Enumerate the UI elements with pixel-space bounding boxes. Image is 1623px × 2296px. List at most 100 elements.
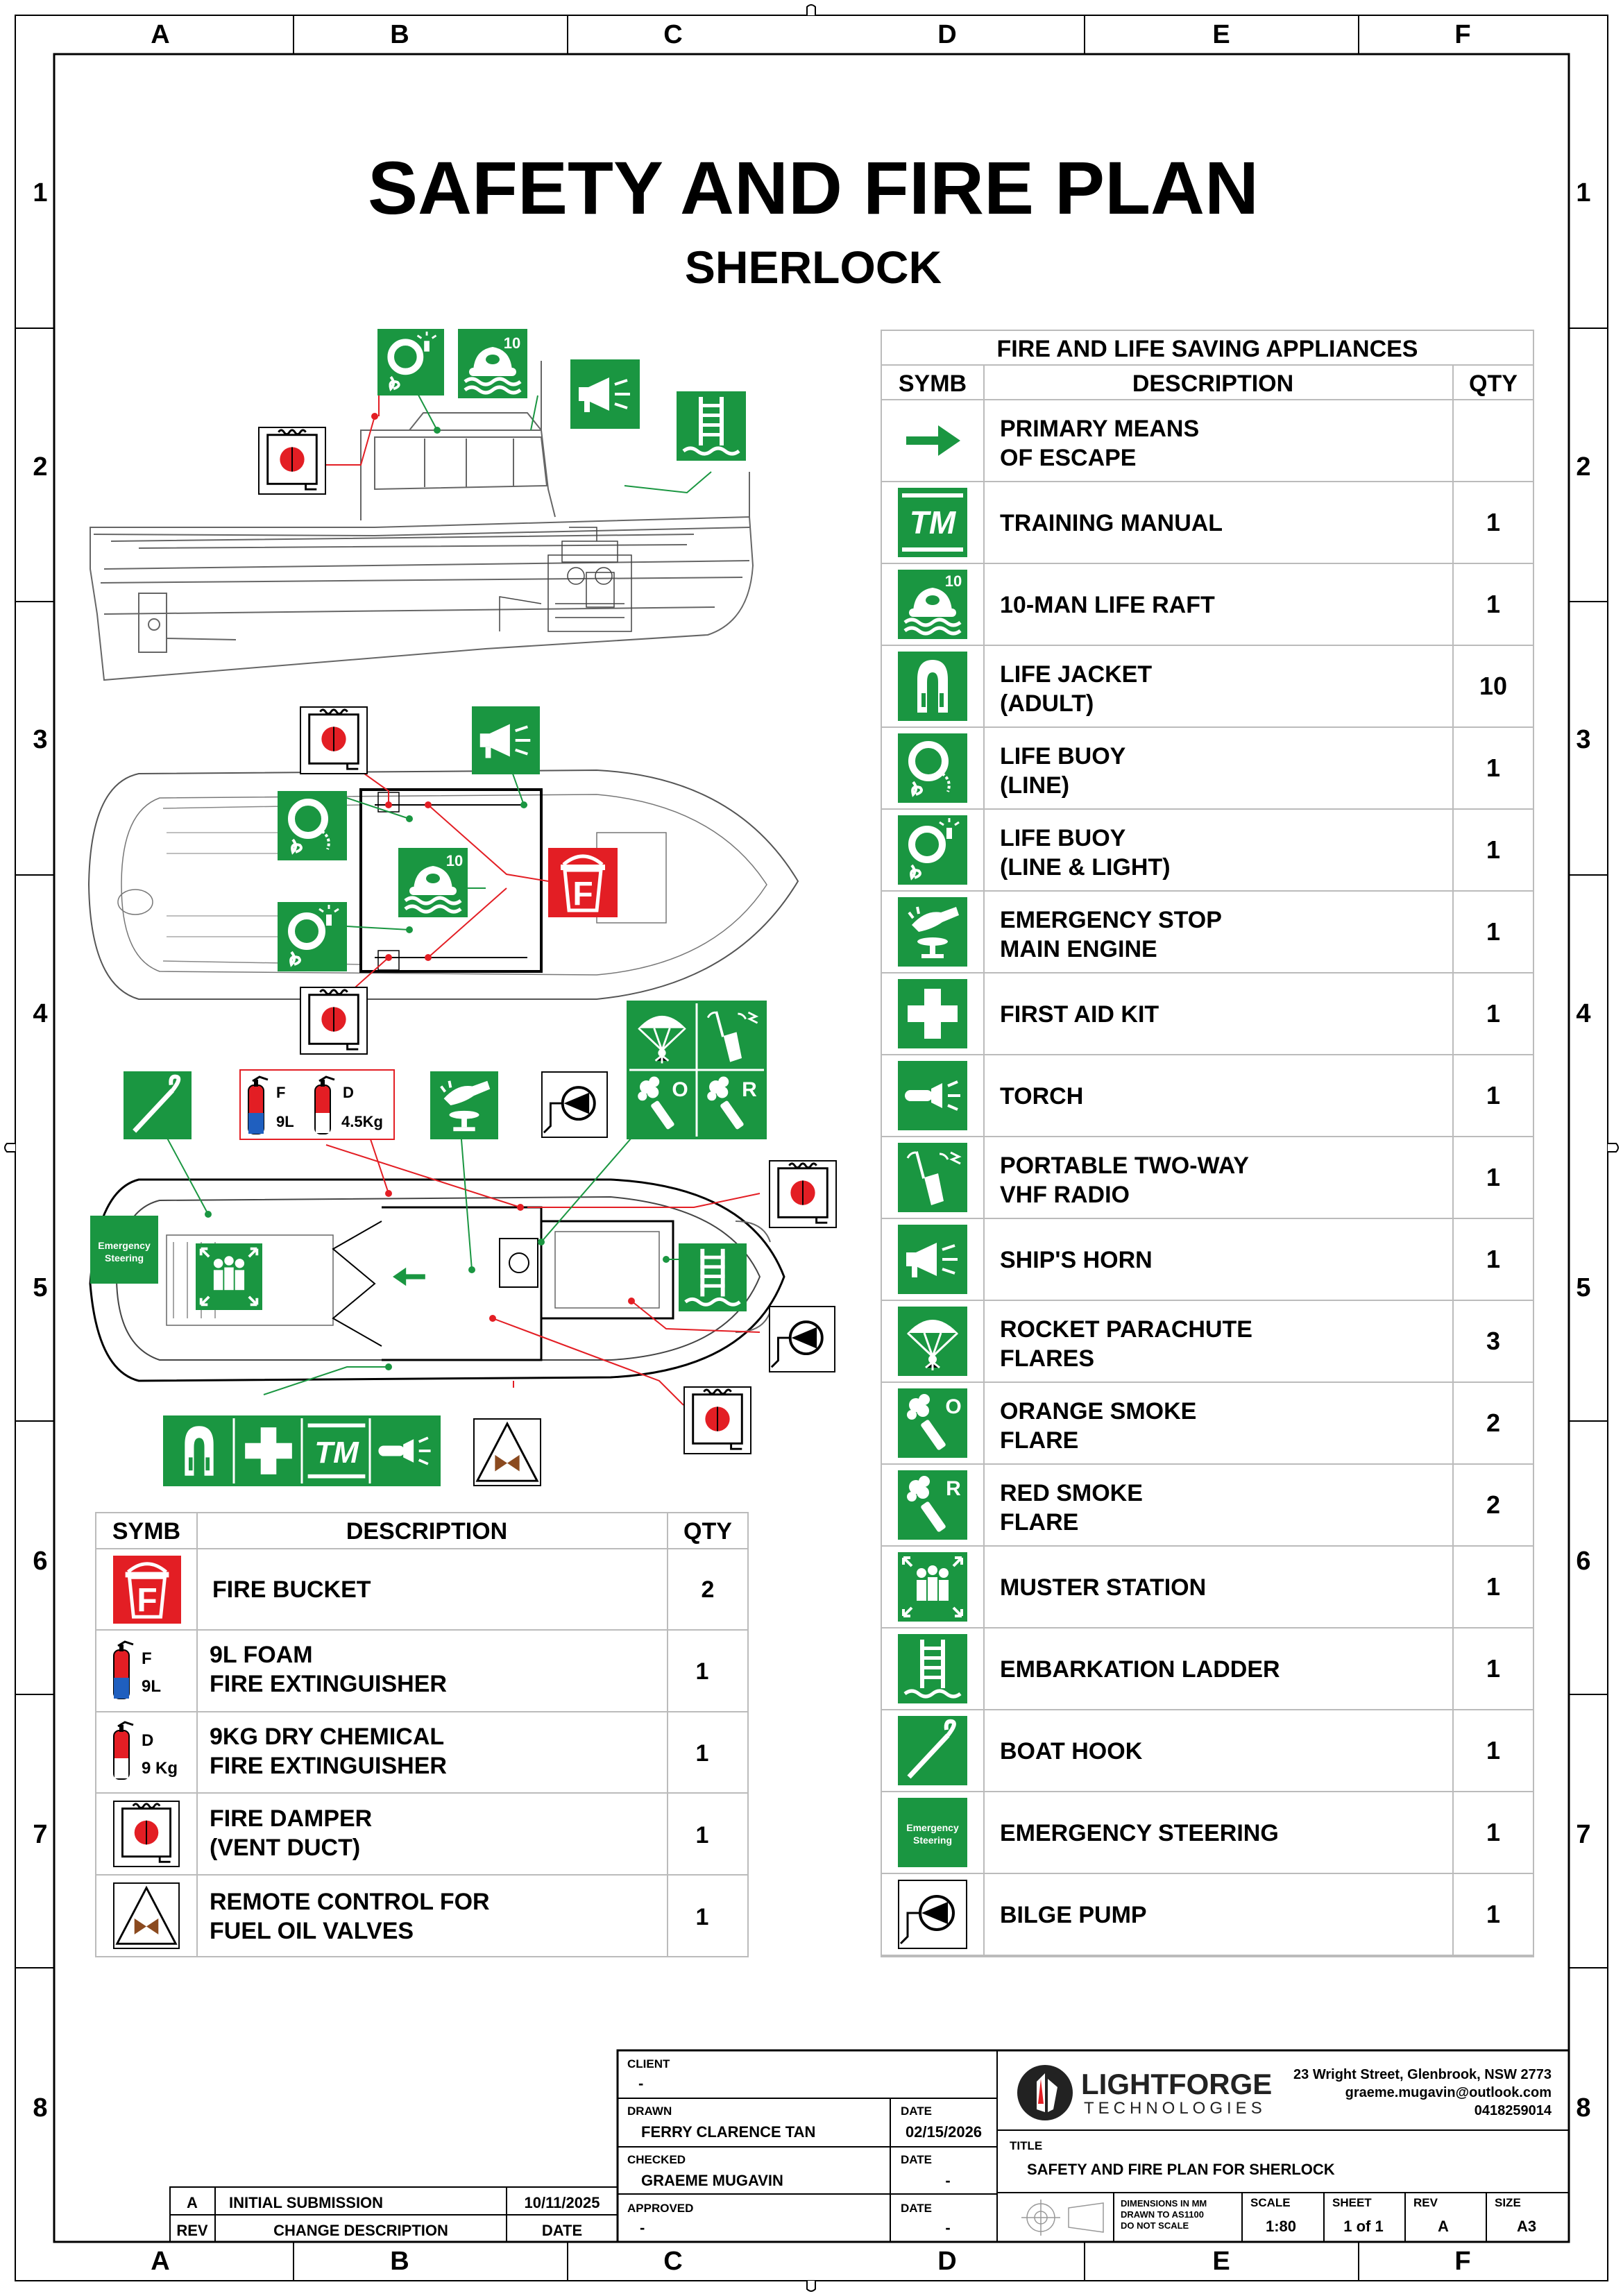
- approved-value: -: [640, 2219, 645, 2236]
- row-label-left: 3: [33, 725, 47, 754]
- col-label-top: A: [151, 20, 169, 49]
- lsa-row-description: FLARE: [1000, 1509, 1078, 1536]
- row-label-right: 7: [1576, 1820, 1590, 1849]
- grid-column-labels: A B C D E F A B C D E F: [151, 20, 1470, 2276]
- rev-label: REV: [1413, 2196, 1438, 2209]
- fire-bucket-legend-letter: F: [137, 1582, 157, 1619]
- grid-row-labels: 1 2 3 4 5 6 7 8 1 2 3 4 5 6 7 8: [33, 178, 1590, 2123]
- rev-value: A: [1438, 2218, 1449, 2235]
- lsa-row-qty: 1: [1486, 590, 1500, 618]
- fire-table-row: 9L FOAM FIRE EXTINGUISHER 1: [210, 1642, 708, 1697]
- row-label-left: 7: [33, 1820, 47, 1849]
- approved-date-label: DATE: [901, 2202, 932, 2215]
- fire-row-description: 9KG DRY CHEMICAL: [210, 1724, 444, 1750]
- embarkation-ladder-icon: [898, 1634, 967, 1703]
- lsa-row-qty: 2: [1486, 1409, 1500, 1437]
- leader-dots: [205, 413, 670, 1370]
- row-label-right: 2: [1576, 452, 1590, 482]
- row-label-right: 1: [1576, 178, 1590, 207]
- dry-legend-size: 9 Kg: [142, 1759, 178, 1778]
- boat-hook-icon: [898, 1716, 967, 1785]
- lsa-row-description: (ADULT): [1000, 690, 1094, 717]
- fuel-valve-remote-icon: [473, 1418, 541, 1486]
- grid-ticks: [15, 15, 1608, 2281]
- row-label-right: 8: [1576, 2093, 1590, 2123]
- revision-rev: A: [187, 2194, 198, 2211]
- bilge-pump-icon: [898, 1880, 967, 1949]
- fire-table-row: FIRE BUCKET 2: [212, 1576, 714, 1603]
- col-label-bottom: C: [663, 2247, 682, 2276]
- lsa-row-qty: 1: [1486, 917, 1500, 946]
- lsa-row-description: EMERGENCY STOP: [1000, 907, 1222, 933]
- revision-date: 10/11/2025: [525, 2194, 600, 2211]
- lsa-table-header-description: DESCRIPTION: [1132, 371, 1293, 397]
- life-buoy-light-icon: [278, 902, 347, 971]
- orange-smoke-letter: O: [672, 1078, 688, 1101]
- lsa-row-qty: 1: [1486, 1163, 1500, 1191]
- checked-date-label: DATE: [901, 2153, 932, 2166]
- lsa-row-qty: 1: [1486, 1654, 1500, 1683]
- lsa-table-row: EMBARKATION LADDER 1: [881, 1634, 1533, 1710]
- company-name: LIGHTFORGE: [1081, 2068, 1272, 2100]
- lsa-table-row: LIFE BUOY(LINE)1: [881, 733, 1533, 810]
- col-label-bottom: A: [151, 2247, 169, 2276]
- lsa-row-description: EMERGENCY STEERING: [1000, 1820, 1279, 1846]
- foam-legend-letter: F: [142, 1649, 152, 1668]
- fire-row-description: 9L FOAM: [210, 1642, 313, 1668]
- row-label-left: 2: [33, 452, 47, 482]
- lsa-row-description: LIFE BUOY: [1000, 743, 1126, 769]
- lsa-row-description: 10-MAN LIFE RAFT: [1000, 592, 1215, 618]
- flares-panel: O R: [627, 1001, 767, 1139]
- fire-damper-icon: [300, 987, 368, 1055]
- row-label-left: 1: [33, 178, 47, 207]
- lsa-table-row: LIFE BUOY(LINE & LIGHT)1: [881, 815, 1533, 892]
- torch-icon: [898, 1061, 967, 1130]
- lsa-row-description: LIFE BUOY: [1000, 825, 1126, 851]
- lsa-row-description: RED SMOKE: [1000, 1480, 1143, 1506]
- lsa-row-qty: 1: [1486, 835, 1500, 864]
- lsa-row-qty: 3: [1486, 1327, 1500, 1355]
- fire-row-description: FIRE BUCKET: [212, 1576, 371, 1603]
- fire-row-description: FUEL OIL VALVES: [210, 1918, 414, 1944]
- fire-row-description: FIRE EXTINGUISHER: [210, 1753, 447, 1779]
- projection-symbol: [1021, 2200, 1104, 2236]
- fire-row-qty: 1: [696, 1904, 709, 1930]
- dimensions-note: DO NOT SCALE: [1121, 2220, 1189, 2231]
- row-label-right: 4: [1576, 999, 1590, 1028]
- fire-table-header-symb: SYMB: [112, 1518, 180, 1545]
- approved-date: -: [945, 2219, 950, 2236]
- fire-row-description: FIRE DAMPER: [210, 1805, 372, 1832]
- vhf-radio-icon: [898, 1143, 967, 1212]
- row-label-left: 5: [33, 1273, 47, 1302]
- title-block: CLIENT - DRAWN FERRY CLARENCE TAN DATE 0…: [616, 2049, 1570, 2243]
- lsa-icon-label: Emergency: [906, 1822, 959, 1833]
- raft-capacity-label: 10: [504, 334, 520, 352]
- dimensions-note: DIMENSIONS IN MM: [1121, 2198, 1207, 2209]
- muster-station-icon: [898, 1552, 967, 1622]
- lsa-table-caption: FIRE AND LIFE SAVING APPLIANCES: [996, 336, 1418, 362]
- parachute-flare-icon: [629, 1003, 695, 1069]
- row-label-right: 6: [1576, 1547, 1590, 1576]
- revision-header-date: DATE: [542, 2222, 582, 2239]
- drawn-label: DRAWN: [627, 2104, 672, 2118]
- emergency-steering-callout: Emergency Steering: [90, 1216, 158, 1284]
- lsa-row-description: EMBARKATION LADDER: [1000, 1656, 1280, 1683]
- lsa-row-qty: 1: [1486, 1900, 1500, 1928]
- life-buoy-line-icon: [278, 791, 347, 860]
- lsa-icon-label: Steering: [913, 1835, 952, 1846]
- fire-damper-icon: [683, 1386, 751, 1454]
- plan-callouts: 10 10 F F 9L D 4.5Kg O R: [90, 329, 837, 1486]
- lsa-row-description: BILGE PUMP: [1000, 1902, 1147, 1928]
- fire-table-header-description: DESCRIPTION: [346, 1518, 507, 1545]
- revision-header-description: CHANGE DESCRIPTION: [273, 2222, 448, 2239]
- fire-damper-icon: [113, 1801, 180, 1867]
- lsa-row-qty: 1: [1486, 754, 1500, 782]
- ships-horn-icon: [472, 706, 540, 774]
